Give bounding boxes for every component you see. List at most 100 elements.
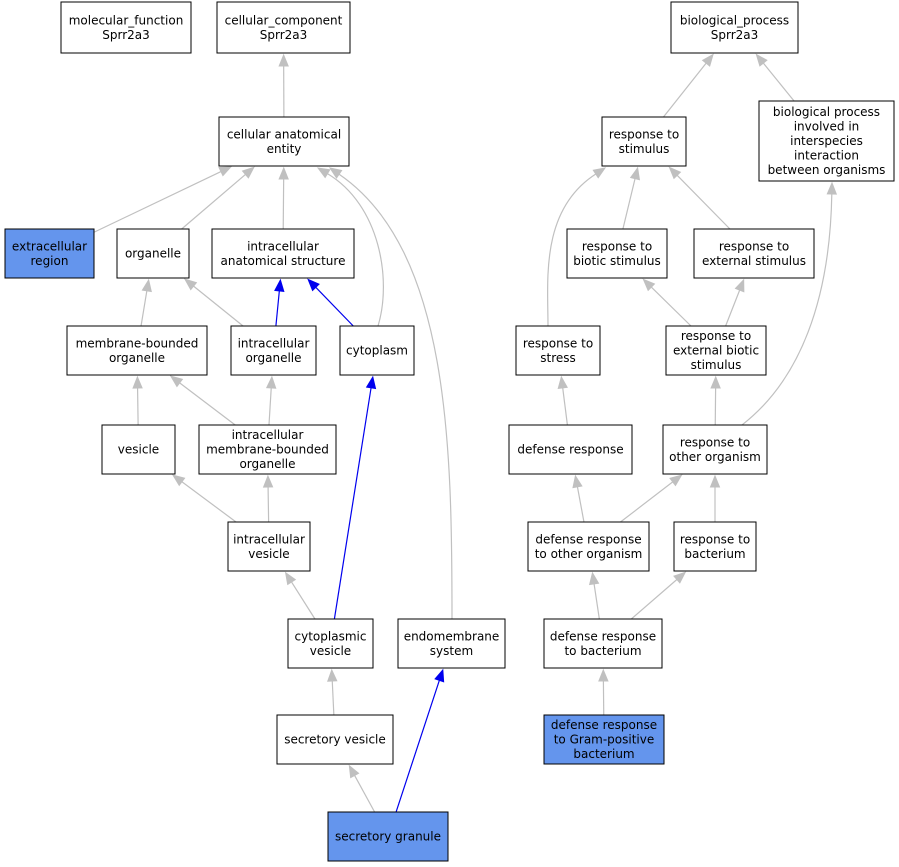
- edge-ems-to-cae-line: [338, 173, 453, 620]
- edge-dr-to-rst: [557, 375, 569, 426]
- node-io-box: [230, 325, 317, 376]
- edge-iv-to-imbo-arrowhead: [262, 474, 274, 488]
- edge-cyt-to-ias-line: [315, 286, 354, 327]
- node-sv[interactable]: secretory vesicle: [276, 714, 394, 765]
- edge-droo-to-roo-arrowhead: [669, 474, 683, 487]
- edge-rbs-to-rts: [622, 166, 641, 230]
- node-sv-label: secretory vesicle: [284, 733, 386, 747]
- node-ves[interactable]: vesicle: [101, 424, 176, 475]
- edge-droo-to-dr-line: [576, 486, 585, 523]
- node-exr-label: region: [31, 254, 69, 268]
- edge-cv-to-cyt-line: [333, 387, 372, 620]
- node-bpi-label: biological process: [773, 105, 880, 119]
- node-mf-label: Sprr2a3: [102, 28, 150, 42]
- edge-rst-to-rts-arrowhead: [592, 167, 607, 179]
- node-iv-box: [227, 521, 311, 572]
- node-bp-label: Sprr2a3: [711, 28, 759, 42]
- node-drgp-label: to Gram-positive: [554, 733, 655, 747]
- node-ias-label: intracellular: [247, 239, 319, 253]
- edge-bpi-to-bp: [755, 53, 795, 102]
- node-rst-box: [515, 325, 601, 376]
- edge-rebs-to-res-arrowhead: [734, 278, 745, 293]
- edge-res-to-rts-line: [676, 174, 731, 230]
- node-bpi-box: [758, 100, 895, 182]
- node-dr-label: defense response: [517, 443, 623, 457]
- node-rst-label: response to: [523, 336, 593, 350]
- edge-iv-to-ves: [172, 474, 237, 523]
- edge-ems-to-cae-arrowhead: [328, 167, 343, 179]
- node-cae-label: cellular anatomical: [227, 127, 341, 141]
- edge-iv-to-imbo-line: [267, 486, 270, 523]
- node-drb-label: to bacterium: [564, 644, 641, 658]
- edge-iv-to-imbo: [262, 474, 274, 523]
- edge-bpi-to-bp-arrowhead: [755, 53, 768, 67]
- node-cyt-label: cytoplasm: [346, 344, 408, 358]
- edge-roo-to-rebs-arrowhead: [710, 375, 721, 389]
- node-ems-label: endomembrane: [404, 629, 500, 643]
- node-exr-box: [4, 228, 95, 279]
- node-res-box: [693, 228, 815, 279]
- edge-cae-to-cc-arrowhead: [278, 53, 289, 67]
- edge-rbs-to-rts-arrowhead: [629, 166, 641, 181]
- edge-imbo-to-mbo: [169, 375, 236, 426]
- edge-cv-to-iv-arrowhead: [284, 571, 297, 586]
- node-roo-label: other organism: [669, 450, 761, 464]
- edge-rst-to-rts-line: [547, 173, 597, 327]
- node-org-box: [116, 228, 190, 279]
- node-cyt[interactable]: cytoplasm: [339, 325, 415, 376]
- node-bp-label: biological_process: [680, 13, 789, 27]
- node-cv-label: cytoplasmic: [295, 629, 367, 643]
- node-bpi-label: involved in: [794, 120, 860, 134]
- edge-rts-to-bp-line: [662, 62, 707, 118]
- node-bpi-label: between organisms: [768, 163, 886, 177]
- node-cyt-box: [339, 325, 415, 376]
- edge-sg-to-ems-arrowhead: [434, 668, 445, 683]
- node-exr-label: extracellular: [12, 239, 87, 253]
- edge-droo-to-roo-line: [620, 481, 674, 523]
- edge-rebs-to-rbs-arrowhead: [642, 278, 656, 292]
- node-org[interactable]: organelle: [116, 228, 190, 279]
- edge-sv-to-cv-arrowhead: [327, 668, 338, 682]
- edge-io-to-ias-arrowhead: [274, 278, 285, 292]
- node-imbo-label: organelle: [239, 457, 295, 471]
- node-dr[interactable]: defense response: [508, 424, 633, 475]
- node-cc-label: cellular_component: [225, 13, 343, 27]
- edge-ves-to-mbo: [132, 375, 143, 426]
- edge-io-to-org-line: [193, 285, 244, 327]
- node-iv-label: vesicle: [248, 547, 289, 561]
- node-imbo-box: [198, 424, 337, 475]
- node-rts-label: stimulus: [619, 142, 670, 156]
- node-droo-box: [527, 521, 650, 572]
- edge-rtb-to-roo-arrowhead: [709, 474, 721, 488]
- edge-org-to-cae: [181, 166, 255, 230]
- node-mbo-box: [66, 325, 208, 376]
- edge-imbo-to-io-line: [268, 387, 272, 426]
- node-rbs-box: [566, 228, 668, 279]
- edge-rts-to-bp: [662, 53, 714, 118]
- node-rst-label: stress: [540, 351, 576, 365]
- node-sg[interactable]: secretory granule: [327, 811, 449, 862]
